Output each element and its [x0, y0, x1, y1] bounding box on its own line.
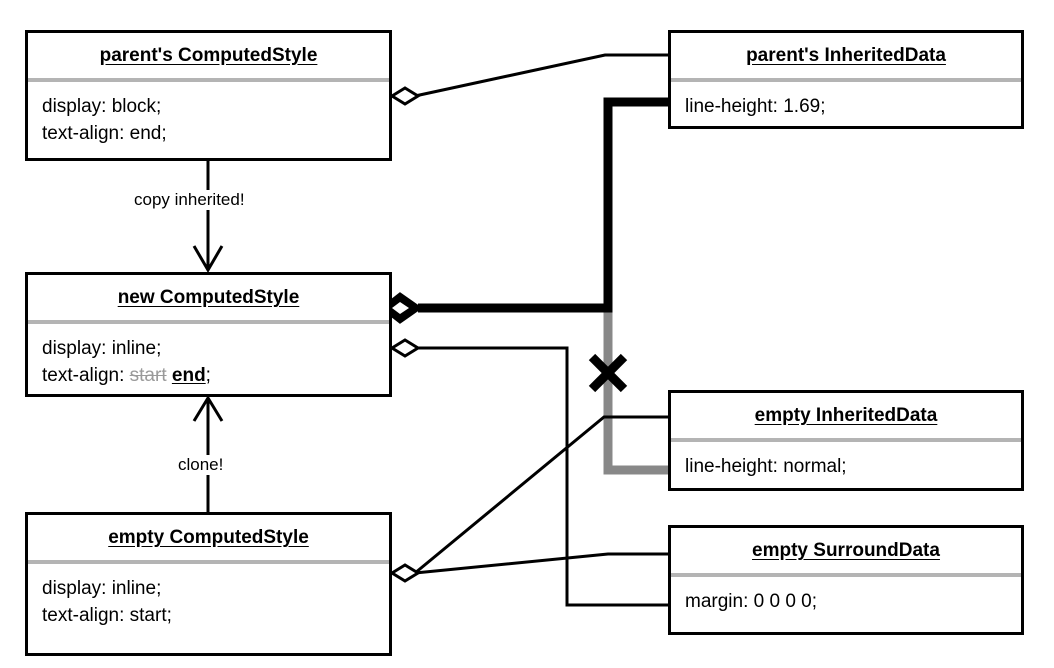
edge-new-style-to-parent-inherited [379, 97, 670, 324]
header-separator [28, 320, 389, 324]
box-parents-inheriteddata[interactable]: parent's InheritedData line-height: 1.69… [668, 30, 1024, 129]
box-empty-inheriteddata[interactable]: empty InheritedData line-height: normal; [668, 390, 1024, 491]
box-title: parent's InheritedData [746, 45, 946, 66]
property-line: line-height: 1.69; [685, 96, 826, 117]
property-line: text-align: end; [42, 123, 167, 144]
property-line: margin: 0 0 0 0; [685, 591, 818, 612]
box-parents-computedstyle[interactable]: parent's ComputedStyle display: block; t… [25, 30, 392, 161]
box-empty-computedstyle[interactable]: empty ComputedStyle display: inline; tex… [25, 512, 392, 656]
box-title: empty ComputedStyle [108, 527, 309, 548]
property-line-text-align: text-align: start end; [42, 362, 375, 389]
text-align-suffix: ; [205, 365, 211, 386]
edge-empty-inherited-dropped [603, 300, 670, 475]
property-line: display: block; [42, 96, 162, 117]
header-separator [28, 78, 389, 82]
cross-out-x-icon [588, 353, 628, 393]
box-body: display: inline; text-align: start end; [28, 324, 389, 399]
edge-parent-style-to-parent-inherited [389, 53, 670, 106]
box-title: new ComputedStyle [117, 287, 300, 308]
text-align-prefix: text-align: [42, 365, 130, 386]
edge-empty-style-to-empty-inherited [414, 415, 670, 575]
header-separator [671, 573, 1021, 577]
header-separator [671, 438, 1021, 442]
box-body: line-height: normal; [671, 442, 1021, 490]
edge-label-copy-inherited: copy inherited! [130, 190, 249, 210]
box-body: display: block; text-align: end; [28, 82, 389, 157]
property-line: display: inline; [42, 578, 162, 599]
property-line: line-height: normal; [685, 456, 847, 477]
box-body: margin: 0 0 0 0; [671, 577, 1021, 625]
property-line: text-align: start; [42, 605, 172, 626]
box-title: parent's ComputedStyle [99, 45, 318, 66]
edge-copy-inherited [192, 160, 224, 273]
edge-empty-style-to-empty-surround [389, 552, 670, 583]
property-line: display: inline; [42, 338, 162, 359]
box-empty-surrounddata[interactable]: empty SurroundData margin: 0 0 0 0; [668, 525, 1024, 635]
edge-new-style-to-empty-surround [389, 338, 670, 607]
header-separator [28, 560, 389, 564]
box-new-computedstyle[interactable]: new ComputedStyle display: inline; text-… [25, 272, 392, 397]
edge-label-clone: clone! [174, 455, 228, 475]
box-body: display: inline; text-align: start; [28, 564, 389, 639]
header-separator [671, 78, 1021, 82]
box-body: line-height: 1.69; [671, 82, 1021, 130]
text-align-new-value: end [171, 365, 206, 386]
text-align-old-value: start [129, 365, 167, 386]
box-title: empty InheritedData [754, 405, 938, 426]
box-title: empty SurroundData [752, 540, 940, 561]
